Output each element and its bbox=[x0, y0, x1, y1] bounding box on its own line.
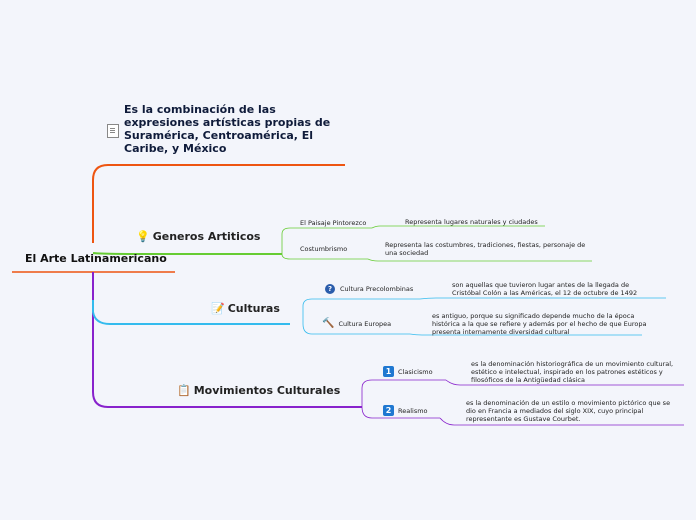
subtopic-cultura-europea[interactable]: 🔨 Cultura Europea bbox=[322, 318, 391, 329]
subtopic-label: Clasicismo bbox=[398, 367, 433, 376]
connector-culturas-leaf-1 bbox=[419, 297, 666, 300]
connector-culturas-child-2 bbox=[302, 323, 410, 335]
number-two-icon: 2 bbox=[383, 405, 394, 416]
question-icon: ? bbox=[325, 284, 335, 294]
leaf-cultura-europea[interactable]: es antiguo, porque su significado depend… bbox=[432, 312, 647, 336]
clipboard-icon: 📋 bbox=[177, 384, 191, 397]
subtopic-label: Cultura Precolombinas bbox=[340, 285, 414, 293]
leaf-costumbrismo[interactable]: Representa las costumbres, tradiciones, … bbox=[385, 241, 586, 257]
connector-generos-child-2 bbox=[281, 253, 368, 260]
leaf-paisaje-pintorezco[interactable]: Representa lugares naturales y ciudades bbox=[405, 218, 538, 226]
subtopic-label: Realismo bbox=[398, 406, 428, 415]
connector-generos-leaf-2 bbox=[367, 258, 592, 262]
subtopic-paisaje-pintorezco[interactable]: El Paisaje Pintorezco bbox=[300, 219, 367, 227]
topic-movimientos-culturales[interactable]: 📋 Movimientos Culturales bbox=[177, 384, 340, 397]
leaf-realismo[interactable]: es la denominación de un estilo o movimi… bbox=[466, 399, 671, 423]
leaf-cultura-precolombinas[interactable]: son aquellas que tuvieron lugar antes de… bbox=[452, 281, 638, 297]
definition-topic[interactable]: Es la combinación de las expresiones art… bbox=[124, 103, 331, 155]
topic-culturas[interactable]: 📝 Culturas bbox=[211, 302, 280, 315]
document-icon bbox=[107, 124, 119, 138]
topic-label: Generos Artiticos bbox=[152, 230, 261, 243]
connector-movimientos-leaf-1 bbox=[445, 379, 684, 386]
topic-generos-artiticos[interactable]: 💡 Generos Artiticos bbox=[136, 230, 260, 243]
subtopic-costumbrismo[interactable]: Costumbrismo bbox=[300, 245, 348, 253]
leaf-clasicismo[interactable]: es la denominación historiográfica de un… bbox=[471, 360, 674, 384]
connector-culturas bbox=[92, 300, 290, 325]
subtopic-realismo[interactable]: 2 Realismo bbox=[383, 405, 428, 416]
pencil-note-icon: 📝 bbox=[211, 302, 225, 315]
connector-trunk bbox=[92, 272, 165, 408]
connector-culturas-leaf-2 bbox=[409, 333, 642, 336]
gavel-icon: 🔨 bbox=[322, 318, 335, 329]
number-one-icon: 1 bbox=[383, 366, 394, 377]
connector-definition bbox=[92, 164, 345, 243]
connector-movimientos-child-1 bbox=[361, 379, 446, 407]
connector-movimientos-child-2 bbox=[361, 406, 440, 419]
subtopic-clasicismo[interactable]: 1 Clasicismo bbox=[383, 366, 433, 377]
connector-movimientos-leaf-2 bbox=[439, 417, 684, 426]
connector-generos-child-1 bbox=[281, 227, 372, 254]
connector-generos bbox=[92, 252, 282, 255]
subtopic-label: Cultura Europea bbox=[338, 319, 392, 328]
root-topic[interactable]: El Arte Latinamericano bbox=[25, 252, 167, 265]
subtopic-cultura-precolombinas[interactable]: ? Cultura Precolombinas bbox=[325, 284, 413, 294]
topic-label: Movimientos Culturales bbox=[193, 384, 341, 397]
topic-label: Culturas bbox=[227, 302, 280, 315]
lightbulb-icon: 💡 bbox=[136, 230, 150, 243]
connector-culturas-child-1 bbox=[302, 298, 420, 324]
connector-generos-leaf-1 bbox=[371, 225, 545, 229]
